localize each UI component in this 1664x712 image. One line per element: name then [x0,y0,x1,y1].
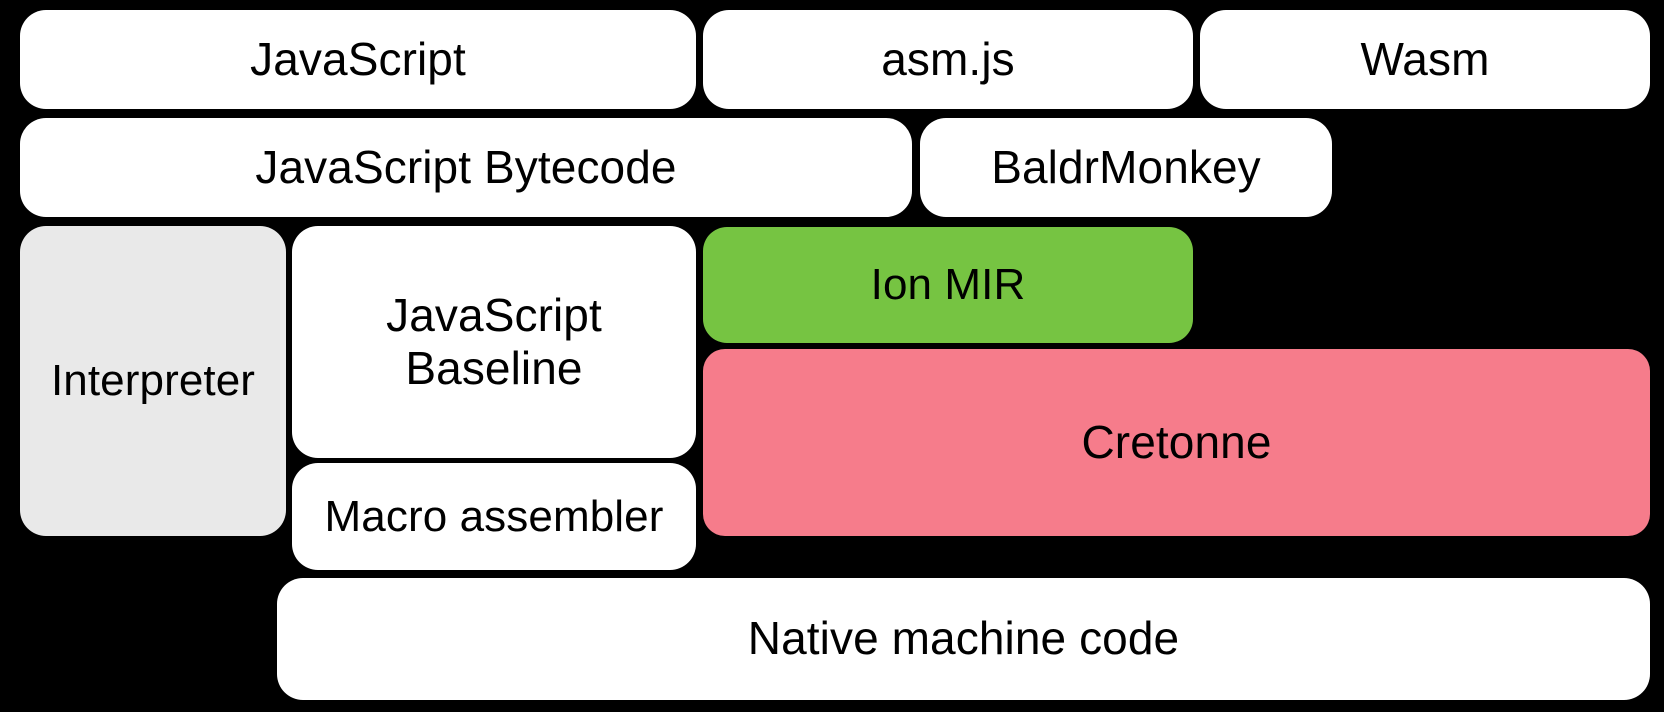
node-javascript-baseline: JavaScript Baseline [292,226,696,458]
node-wasm: Wasm [1200,10,1650,109]
node-macro-assembler: Macro assembler [292,463,696,570]
node-asmjs: asm.js [703,10,1193,109]
node-cretonne: Cretonne [703,349,1650,536]
node-javascript: JavaScript [20,10,696,109]
node-javascript-bytecode: JavaScript Bytecode [20,118,912,217]
node-baldrmonkey: BaldrMonkey [920,118,1332,217]
node-native-machine-code: Native machine code [277,578,1650,700]
node-ion-mir: Ion MIR [703,227,1193,343]
node-interpreter: Interpreter [20,226,286,536]
